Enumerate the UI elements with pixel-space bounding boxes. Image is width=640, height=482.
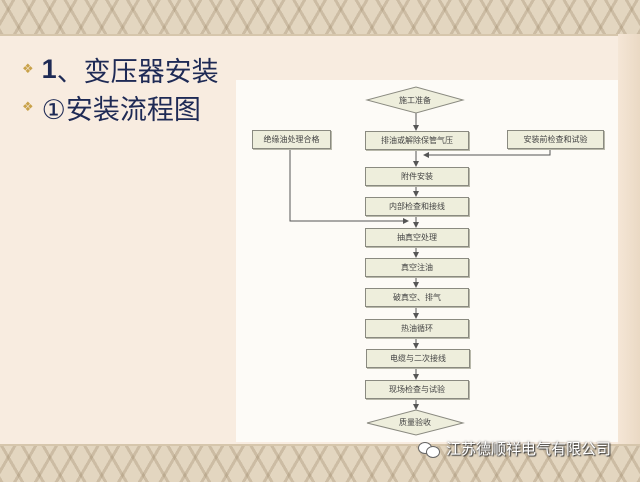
- flowchart-connectors: [289, 86, 551, 436]
- flowchart-panel: 施工准备 绝缘油处理合格 安装前检查和试验 排油或解除保管气压 附件安装 内部检…: [236, 80, 618, 442]
- step-node: 抽真空处理: [365, 228, 469, 247]
- decorative-right-border: [618, 34, 640, 444]
- step-node: 真空注油: [365, 258, 469, 277]
- bullet-number: 1: [41, 54, 57, 84]
- step-node: 附件安装: [365, 167, 469, 186]
- decorative-top-border: [0, 0, 640, 36]
- wechat-icon: [418, 441, 440, 458]
- bullet-title: ❖ 1 、变压器安装: [22, 50, 219, 89]
- right-input-node: 安装前检查和试验: [507, 130, 604, 149]
- decorative-bottom-border: [0, 444, 640, 482]
- arrow-left-input: [289, 148, 409, 224]
- end-node: 质量验收: [399, 418, 431, 427]
- left-input-node: 绝缘油处理合格: [252, 130, 331, 149]
- step-node: 排油或解除保管气压: [365, 131, 469, 150]
- start-node: 施工准备: [399, 95, 431, 105]
- start-diamond: [365, 86, 465, 114]
- step-node: 破真空、排气: [365, 288, 469, 307]
- watermark: 江苏德顺祥电气有限公司: [418, 438, 611, 459]
- step-node: 内部检查和接线: [365, 197, 469, 216]
- bullet-subtitle: ❖ ①安装流程图: [22, 88, 201, 127]
- diamond-bullet-icon: ❖: [22, 100, 34, 115]
- bullet-text: 、变压器安装: [56, 57, 219, 88]
- diamond-bullet-icon: ❖: [22, 62, 34, 77]
- watermark-text: 江苏德顺祥电气有限公司: [446, 440, 612, 458]
- arrow-right-input: [423, 148, 551, 158]
- step-node: 现场检查与试验: [365, 380, 469, 399]
- end-diamond: [366, 409, 465, 436]
- step-node: 电缆与二次接线: [366, 349, 470, 368]
- bullet-text: ①安装流程图: [41, 95, 201, 126]
- step-node: 热油循环: [365, 319, 469, 338]
